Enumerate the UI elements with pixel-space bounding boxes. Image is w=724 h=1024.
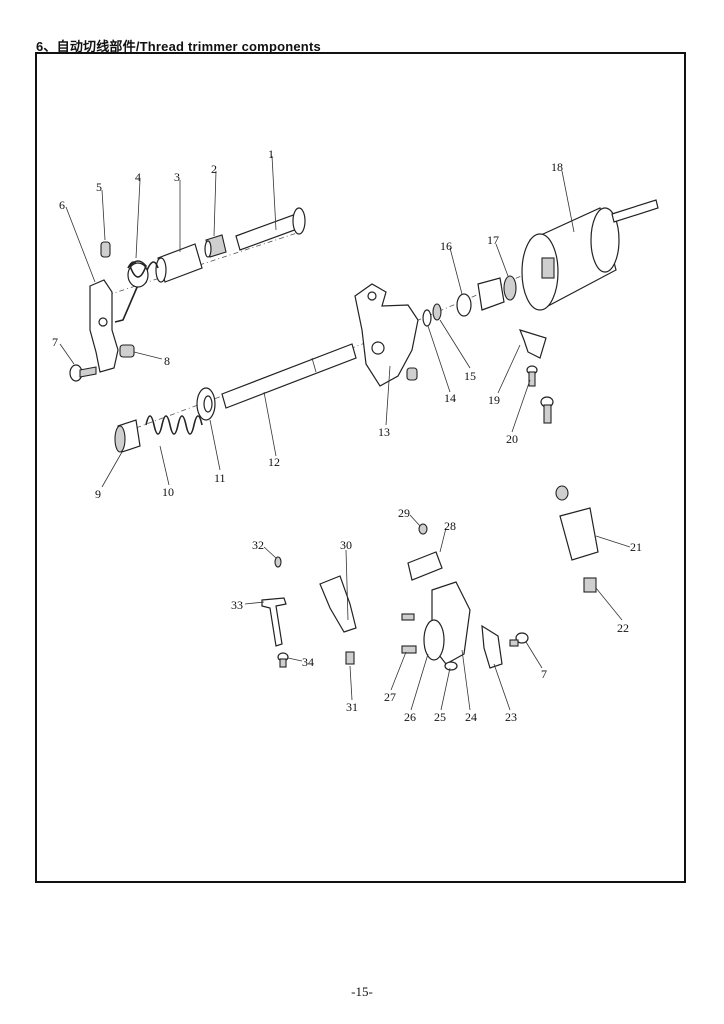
callout-11: 11 xyxy=(214,471,226,485)
part-15-e-ring xyxy=(432,303,442,321)
part-19-bracket xyxy=(518,329,547,359)
axis-lower xyxy=(124,267,541,433)
part-3-sleeve xyxy=(155,243,203,283)
callout-28: 28 xyxy=(444,519,456,533)
part-25-washer xyxy=(444,661,458,671)
callout-33: 33 xyxy=(231,598,243,612)
diagram-frame xyxy=(35,52,686,883)
callout-12: 12 xyxy=(268,455,280,469)
callout-5: 5 xyxy=(96,180,102,194)
part-27-screws xyxy=(401,613,417,654)
callout-7-upper: 7 xyxy=(52,335,58,349)
part-23-lever xyxy=(481,624,503,669)
callout-13: 13 xyxy=(378,425,390,439)
callout-7-lower: 7 xyxy=(541,667,547,681)
callout-6: 6 xyxy=(59,198,65,212)
callout-27: 27 xyxy=(384,690,396,704)
part-28-plate xyxy=(407,523,443,581)
leader-lines xyxy=(59,155,631,711)
part-13-crank-arm xyxy=(354,283,419,387)
part-12-shaft xyxy=(221,343,357,409)
callout-3: 3 xyxy=(174,170,180,184)
part-10-compression-spring xyxy=(145,415,203,435)
callout-25: 25 xyxy=(434,710,446,724)
part-18-solenoid xyxy=(521,199,659,311)
part-26-cam-plate xyxy=(423,581,471,665)
part-33-link xyxy=(261,597,287,647)
callout-17: 17 xyxy=(487,233,499,247)
callout-15: 15 xyxy=(464,369,476,383)
callout-1: 1 xyxy=(268,147,274,161)
callout-21: 21 xyxy=(630,540,642,554)
part-9-collar xyxy=(114,419,141,453)
part-4-torsion-spring xyxy=(114,260,159,323)
part-7-screw-lower xyxy=(509,632,529,647)
callout-9: 9 xyxy=(95,487,101,501)
part-30-knife xyxy=(319,575,357,665)
part-20-screws xyxy=(526,365,554,424)
part-16-ring xyxy=(456,293,472,317)
part-11-collar xyxy=(196,387,216,421)
callout-16: 16 xyxy=(440,239,452,253)
axis-upper xyxy=(107,231,301,296)
callout-8: 8 xyxy=(164,354,170,368)
callout-32: 32 xyxy=(252,538,264,552)
part-7-screw-upper xyxy=(69,364,97,382)
part-32-nut xyxy=(274,556,282,568)
callout-30: 30 xyxy=(340,538,352,552)
callout-23: 23 xyxy=(505,710,517,724)
part-22-block xyxy=(583,577,597,593)
callout-numbers: 1 2 3 4 5 6 7 8 9 10 11 12 13 14 15 16 1… xyxy=(52,147,642,724)
callout-18: 18 xyxy=(551,160,563,174)
callout-29: 29 xyxy=(398,506,410,520)
callout-4: 4 xyxy=(135,170,141,184)
page-number: -15- xyxy=(351,984,373,999)
callout-24: 24 xyxy=(465,710,477,724)
part-14-washer xyxy=(422,309,432,327)
callout-20: 20 xyxy=(506,432,518,446)
part-5-small-pin xyxy=(100,241,111,258)
callout-14: 14 xyxy=(444,391,456,405)
part-2-bushing xyxy=(204,234,227,258)
callout-22: 22 xyxy=(617,621,629,635)
part-8-set-screw xyxy=(119,344,135,358)
part-34-screw xyxy=(277,652,289,668)
part-1-pin xyxy=(235,207,306,251)
page-title: 6、自动切线部件/Thread trimmer components xyxy=(36,39,321,54)
callout-34: 34 xyxy=(302,655,314,669)
part-21-connector xyxy=(555,485,599,561)
callout-26: 26 xyxy=(404,710,416,724)
callout-19: 19 xyxy=(488,393,500,407)
callout-2: 2 xyxy=(211,162,217,176)
part-17-bushing xyxy=(477,275,517,311)
callout-31: 31 xyxy=(346,700,358,714)
callout-10: 10 xyxy=(162,485,174,499)
